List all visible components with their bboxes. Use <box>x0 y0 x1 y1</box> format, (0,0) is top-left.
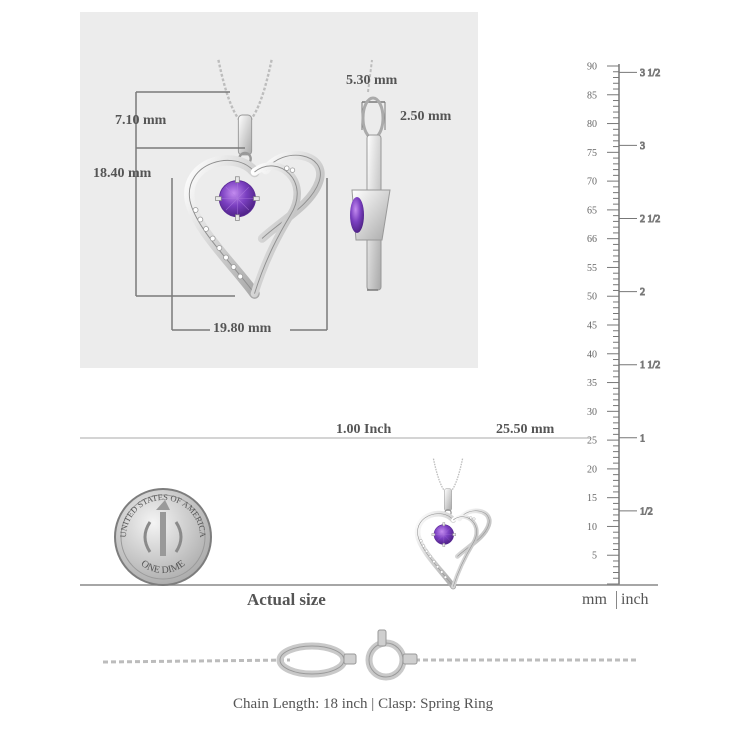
mm-tick-label: 66 <box>587 234 597 245</box>
inch-tick-label: 1 <box>640 433 645 444</box>
inch-tick-label: 2 1/2 <box>640 214 660 225</box>
mm-tick-label: 45 <box>587 321 597 332</box>
mm-tick-label: 70 <box>587 177 597 188</box>
pendant-front-view <box>189 60 320 294</box>
product-dimension-panel <box>80 12 478 368</box>
mm-tick-label: 20 <box>587 464 597 475</box>
mm-tick-label: 40 <box>587 349 597 360</box>
mm-tick-label: 75 <box>587 148 597 159</box>
pendant-side-view <box>350 59 391 291</box>
svg-text:ONE DIME: ONE DIME <box>139 558 187 576</box>
mm-tick-label: 85 <box>587 90 597 101</box>
dim-bail-height: 7.10 mm <box>115 113 167 128</box>
inch-tick-label: 1/2 <box>640 506 653 517</box>
mm-tick-label: 10 <box>587 522 597 533</box>
dim-total-height: 18.40 mm <box>93 166 152 181</box>
ruler: 90 85 80 75 70 65 66 55 50 45 40 35 30 25 20 15 10 5 3 1/… <box>587 62 661 585</box>
mm-tick-label: 35 <box>587 378 597 389</box>
dime-coin: UNITED STATES OF AMERICA ONE DIME <box>114 488 212 586</box>
reference-mm-label: 25.50 mm <box>496 422 555 437</box>
reference-inch-label: 1.00 Inch <box>336 422 392 437</box>
coin-bottom-text: ONE DIME <box>139 558 187 576</box>
mm-tick-label: 30 <box>587 407 597 418</box>
inch-tick-label: 2 <box>640 287 645 298</box>
dimension-lines <box>135 91 328 331</box>
inch-tick-label: 1 1/2 <box>640 360 660 371</box>
mm-tick-label: 55 <box>587 263 597 274</box>
pendant-actual-size <box>418 459 490 587</box>
chain-info-caption: Chain Length: 18 inch | Clasp: Spring Ri… <box>233 696 494 712</box>
mm-tick-label: 5 <box>592 551 597 562</box>
mm-tick-label: 65 <box>587 205 597 216</box>
mm-tick-label: 50 <box>587 292 597 303</box>
mm-tick-label: 15 <box>587 493 597 504</box>
mm-tick-label: 25 <box>587 436 597 447</box>
dim-top-width: 5.30 mm <box>346 73 398 88</box>
mm-tick-label: 80 <box>587 119 597 130</box>
dim-width: 19.80 mm <box>213 321 272 336</box>
dim-side-thickness: 2.50 mm <box>400 109 452 124</box>
actual-size-caption: Actual size <box>247 590 326 609</box>
unit-inch-label: inch <box>616 591 649 609</box>
inch-tick-label: 3 <box>640 141 645 152</box>
unit-mm-label: mm <box>582 591 607 608</box>
chain-with-clasp <box>102 629 636 681</box>
inch-tick-label: 3 1/2 <box>640 68 660 79</box>
mm-tick-label: 90 <box>587 62 597 73</box>
